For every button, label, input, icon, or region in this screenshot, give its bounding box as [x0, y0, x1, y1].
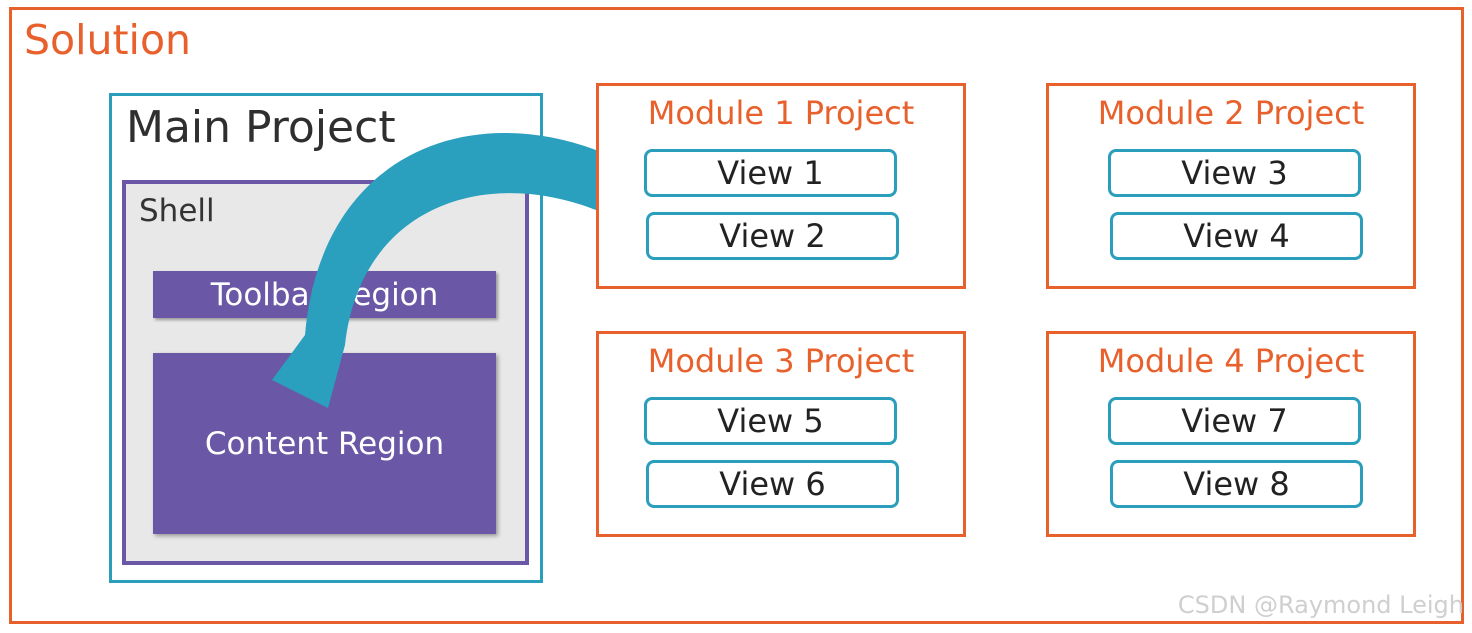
- toolbar-region: Toolbar Region: [153, 271, 496, 318]
- view-7: View 7: [1108, 397, 1361, 445]
- module-3-title: Module 3 Project: [647, 342, 915, 380]
- view-8: View 8: [1110, 460, 1363, 508]
- module-1-title: Module 1 Project: [647, 94, 915, 132]
- view-1: View 1: [644, 149, 897, 197]
- watermark: CSDN @Raymond Leigh: [1177, 591, 1464, 619]
- view-5: View 5: [644, 397, 897, 445]
- module-2-title: Module 2 Project: [1097, 94, 1365, 132]
- content-region: Content Region: [153, 353, 496, 534]
- view-6: View 6: [646, 460, 899, 508]
- view-2: View 2: [646, 212, 899, 260]
- solution-container: [9, 7, 1464, 624]
- view-3: View 3: [1108, 149, 1361, 197]
- solution-title: Solution: [24, 16, 192, 64]
- view-4: View 4: [1110, 212, 1363, 260]
- shell-label: Shell: [139, 193, 215, 229]
- module-4-title: Module 4 Project: [1097, 342, 1365, 380]
- main-project-title: Main Project: [126, 102, 396, 153]
